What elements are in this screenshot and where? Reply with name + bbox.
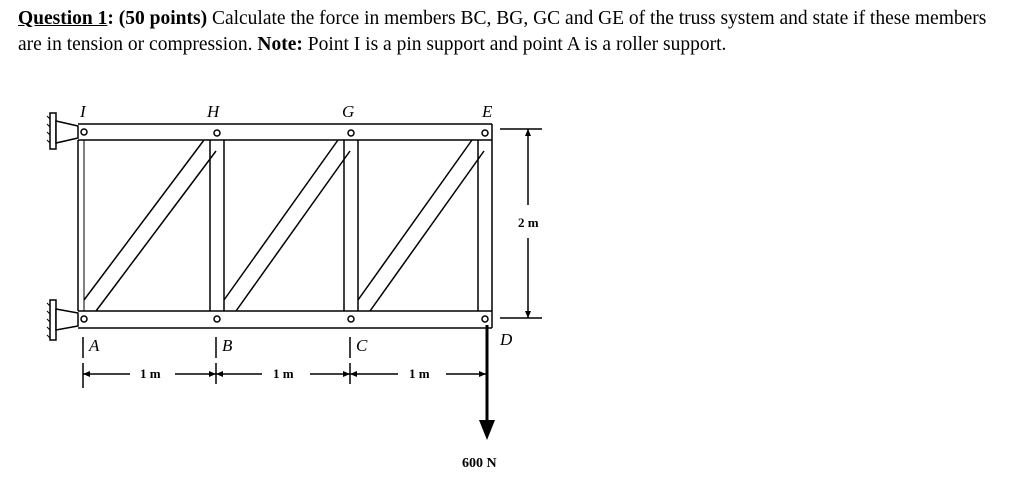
question-heading: Question 1: (50 points) <box>18 8 207 29</box>
node-label-b: B <box>222 336 233 355</box>
dim-label-span-3: 1 m <box>409 366 430 381</box>
load-label: 600 N <box>462 456 497 471</box>
node-label-h: H <box>206 102 221 121</box>
wall-support-bottom <box>46 299 79 341</box>
note-label: Note: <box>257 34 303 55</box>
node-label-g: G <box>342 102 354 121</box>
dim-label-span-1: 1 m <box>140 366 161 381</box>
member-gc <box>343 140 359 311</box>
vertical-dimension <box>500 128 542 319</box>
node-label-d: D <box>499 330 513 349</box>
member-bg <box>223 139 351 312</box>
dim-label-span-2: 1 m <box>273 366 294 381</box>
dim-label-height: 2 m <box>518 215 539 230</box>
member-ah <box>83 139 217 312</box>
question-text: Question 1: (50 points) Calculate the fo… <box>18 6 1008 58</box>
note-text: Point I is a pin support and point A is … <box>302 34 727 55</box>
node-label-a: A <box>88 336 100 355</box>
node-label-e: E <box>481 102 493 121</box>
question-body: Calculate the force in members BC, BG, G… <box>18 8 987 55</box>
horizontal-dimension <box>82 363 486 388</box>
member-hb <box>209 140 225 311</box>
load-arrow <box>479 325 495 440</box>
node-label-i: I <box>79 102 87 121</box>
member-ce <box>357 139 485 312</box>
member-vertical-ia <box>77 140 85 311</box>
joint-pins <box>80 128 489 323</box>
member-ed <box>477 124 493 328</box>
node-label-c: C <box>356 336 368 355</box>
question-points: (50 points) <box>113 8 208 29</box>
top-chord <box>78 123 492 141</box>
bottom-chord <box>78 310 492 329</box>
question-colon: : <box>107 8 114 29</box>
wall-support-top <box>46 112 79 150</box>
question-number: Question 1 <box>18 8 108 29</box>
